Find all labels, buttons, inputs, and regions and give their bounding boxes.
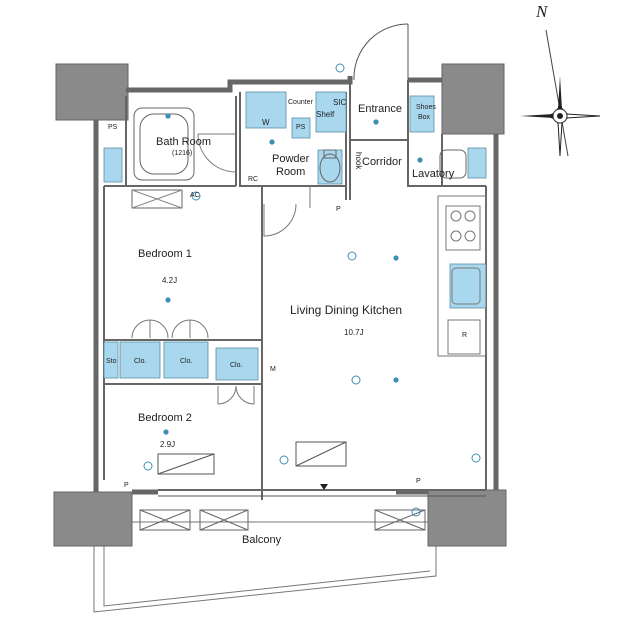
label-balcony: Balcony — [242, 534, 282, 546]
label-ps-utility: PS — [296, 124, 306, 131]
ac-unit-3 — [374, 509, 426, 531]
label-counter: Counter — [288, 99, 313, 106]
compass-north-label: N — [536, 2, 548, 21]
label-powder-room-2: Room — [276, 166, 306, 178]
label-rc: RC — [248, 176, 259, 183]
label-refrigerator: R — [462, 332, 468, 339]
ac-unit-2 — [199, 509, 249, 531]
bathtub — [133, 107, 195, 181]
label-p-left: P — [124, 482, 129, 489]
label-clo-2: Clo. — [180, 358, 193, 365]
label-ps-top: PS — [108, 124, 118, 131]
balcony — [93, 520, 437, 613]
outlets — [143, 63, 481, 517]
label-shoes-box-2: Box — [418, 114, 431, 121]
label-corridor: Corridor — [362, 156, 402, 168]
label-lavatory: Lavatory — [412, 168, 455, 180]
label-bedroom-2: Bedroom 2 — [138, 412, 192, 424]
label-hook: hook — [354, 152, 363, 170]
entry-door — [353, 23, 409, 81]
ac-unit-1 — [139, 509, 191, 531]
vanity — [131, 189, 183, 209]
label-p-powder: P — [336, 206, 341, 213]
sanitary — [319, 149, 467, 183]
label-bath-room: Bath Room — [156, 136, 212, 148]
compass-rose — [520, 29, 601, 157]
exterior-walls — [53, 63, 507, 547]
label-entrance: Entrance — [358, 103, 403, 115]
label-clo-1: Clo. — [134, 358, 147, 365]
label-washer: W — [262, 118, 270, 127]
windows — [157, 441, 486, 497]
label-bedroom-1-size: 4.2J — [162, 276, 178, 285]
label-clo-3: Clo. — [230, 362, 243, 369]
label-powder-room-1: Powder — [272, 153, 310, 165]
ceiling-lights — [163, 113, 423, 435]
label-sic: SIC — [333, 98, 347, 107]
label-shoes-box-1: Shoes — [416, 104, 436, 111]
label-ldk: Living Dining Kitchen — [290, 303, 403, 317]
label-bath-size: (1216) — [172, 150, 193, 157]
door-swings — [131, 133, 311, 405]
label-bedroom-2-size: 2.9J — [160, 440, 176, 449]
label-ac: AC — [190, 192, 200, 199]
label-shelf: Shelf — [316, 110, 335, 119]
label-m: M — [270, 366, 276, 373]
entry-marker — [320, 484, 328, 490]
label-ldk-size: 10.7J — [344, 328, 364, 337]
walls — [93, 76, 499, 495]
label-sto: Sto — [106, 358, 117, 365]
label-bedroom-1: Bedroom 1 — [138, 248, 192, 260]
label-p-right: P — [416, 478, 421, 485]
kitchen-counter — [437, 195, 487, 357]
